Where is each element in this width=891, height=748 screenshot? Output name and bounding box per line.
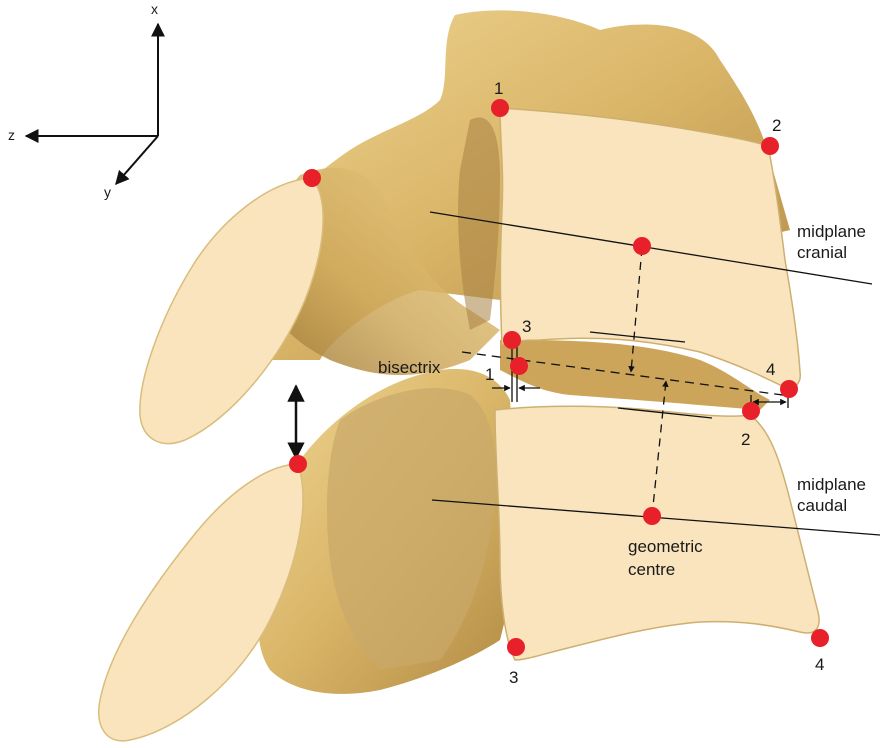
- landmark-caudal-4: [811, 629, 829, 647]
- label-offset-1: 1: [485, 365, 494, 384]
- label-midplane-cranial-1: midplane: [797, 222, 866, 241]
- label-cranial-2: 2: [772, 116, 781, 135]
- landmark-caudal-centre: [643, 507, 661, 525]
- landmark-caudal-3: [507, 638, 525, 656]
- landmark-bisectrix-left: [510, 357, 528, 375]
- label-midplane-cranial-2: cranial: [797, 243, 847, 262]
- landmark-facet-upper: [303, 169, 321, 187]
- lower-facet-cut: [99, 464, 303, 741]
- landmark-cranial-1: [491, 99, 509, 117]
- landmark-cranial-2: [761, 137, 779, 155]
- x-axis-label: x: [151, 1, 158, 17]
- y-axis-label: y: [104, 184, 111, 200]
- landmark-cranial-3: [503, 331, 521, 349]
- landmark-facet-lower: [289, 455, 307, 473]
- label-cranial-4: 4: [766, 360, 775, 379]
- landmark-cranial-4: [780, 380, 798, 398]
- landmark-cranial-centre: [633, 237, 651, 255]
- label-geometric-centre-2: centre: [628, 560, 675, 579]
- landmark-caudal-2: [742, 402, 760, 420]
- label-caudal-2: 2: [741, 430, 750, 449]
- label-caudal-4: 4: [815, 655, 824, 674]
- y-axis-line: [116, 136, 158, 184]
- caudal-body-cut: [495, 406, 819, 660]
- label-cranial-3: 3: [522, 317, 531, 336]
- label-bisectrix: bisectrix: [378, 358, 441, 377]
- label-caudal-3: 3: [509, 668, 518, 687]
- label-midplane-caudal-2: caudal: [797, 496, 847, 515]
- label-cranial-1: 1: [494, 79, 503, 98]
- label-geometric-centre-1: geometric: [628, 537, 703, 556]
- coordinate-axes: x z y: [8, 1, 158, 200]
- z-axis-label: z: [8, 127, 15, 143]
- label-midplane-caudal-1: midplane: [797, 475, 866, 494]
